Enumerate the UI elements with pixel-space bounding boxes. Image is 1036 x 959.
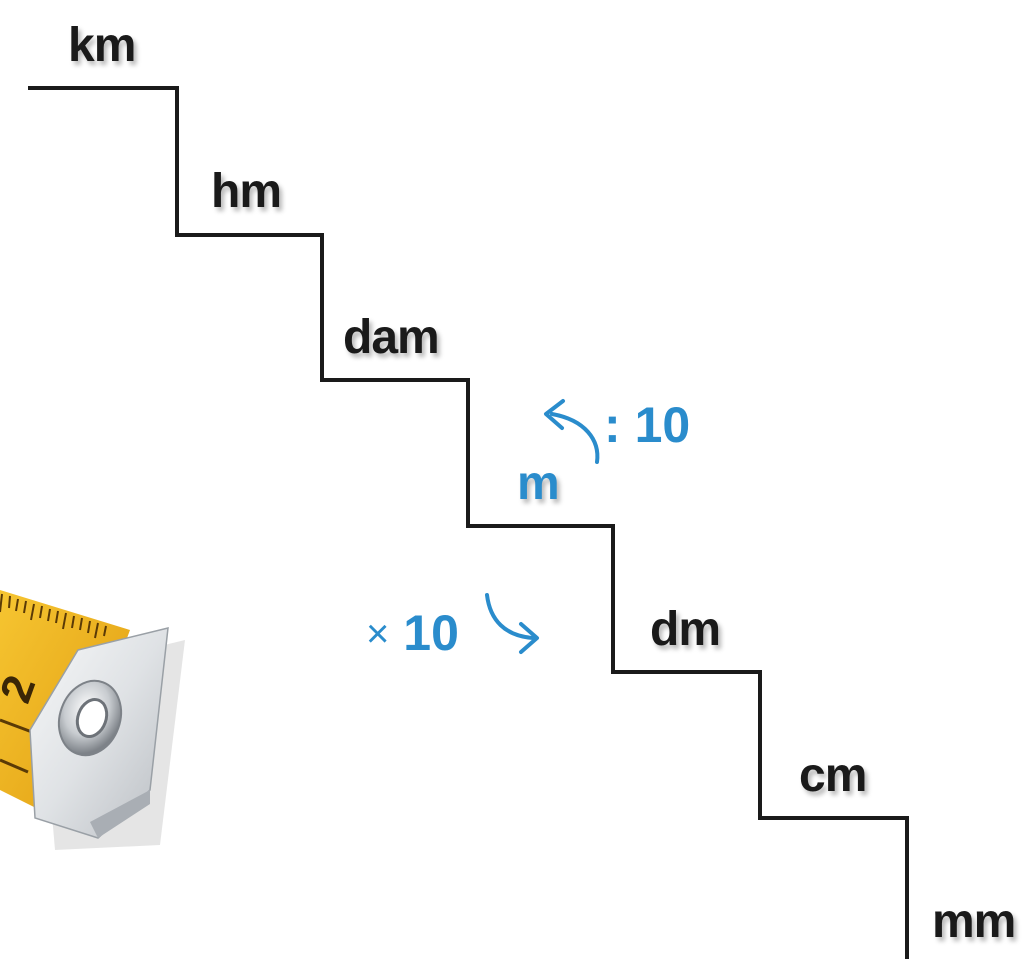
multiply-operation: × 10 — [366, 608, 459, 658]
divide-value: 10 — [634, 397, 691, 453]
curved-arrow-down-right-icon — [485, 593, 539, 654]
staircase-steps — [28, 86, 909, 959]
unit-label-dam: dam — [343, 311, 440, 364]
divide-operation: : 10 — [604, 400, 690, 450]
unit-label-mm: mm — [932, 895, 1016, 948]
tape-ticks — [0, 593, 107, 639]
multiply-symbol: × — [366, 612, 390, 656]
unit-label-m: m — [517, 457, 560, 510]
curved-arrow-up-left-icon — [544, 399, 600, 464]
unit-label-cm: cm — [799, 749, 867, 802]
multiply-value: 10 — [403, 605, 459, 661]
measuring-tape-icon: 2 — [0, 590, 185, 850]
unit-label-km: km — [68, 19, 136, 72]
unit-label-hm: hm — [211, 165, 282, 218]
unit-label-dm: dm — [650, 603, 721, 656]
divide-symbol: : — [604, 397, 621, 453]
